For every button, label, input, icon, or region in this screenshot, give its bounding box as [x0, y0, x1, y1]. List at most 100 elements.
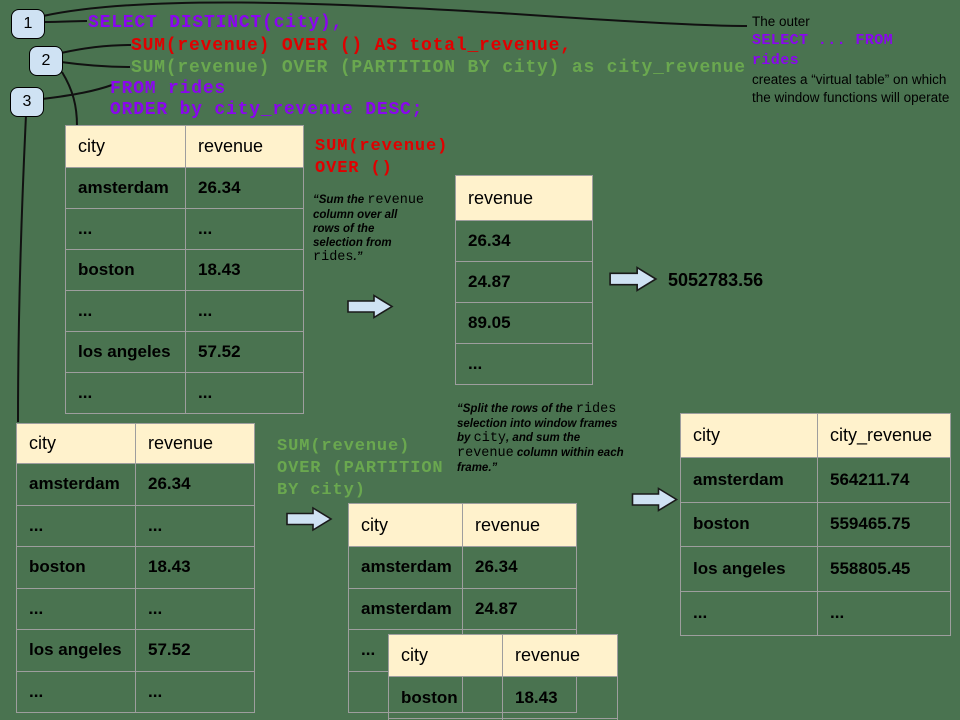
outer-note-code-line2: rides — [752, 52, 800, 69]
table-cell: 18.43 — [186, 250, 304, 291]
table-cell: 26.34 — [456, 221, 593, 262]
label-sum-partition-line3: BY city) — [277, 481, 366, 500]
table-cell: ... — [136, 588, 255, 630]
table-cell: ... — [66, 209, 186, 250]
table-cell: 57.52 — [186, 332, 304, 373]
table-cell: amsterdam — [681, 458, 818, 503]
outer-note-body: creates a “virtual table” on which the w… — [752, 72, 950, 105]
block-arrow-right-icon — [286, 506, 333, 532]
label-sum-over-line1: SUM(revenue) — [315, 137, 449, 156]
table-cell: 26.34 — [136, 464, 255, 506]
table-cell: ... — [186, 209, 304, 250]
table-cell: 18.43 — [136, 547, 255, 589]
annotation-code: rides — [575, 402, 617, 417]
label-sum-over-line2: OVER () — [315, 159, 393, 178]
block-arrow-right-icon — [609, 266, 658, 292]
table-cell: ... — [17, 505, 136, 547]
table-cell: 18.43 — [503, 677, 618, 719]
table-cell: los angeles — [17, 630, 136, 672]
table-header-cell: revenue — [456, 176, 593, 221]
outer-note-intro: The outer — [752, 14, 810, 29]
sql-line-order: ORDER by city_revenue DESC; — [110, 100, 424, 120]
table-header-cell: revenue — [503, 635, 618, 677]
label-sum-partition-line2: OVER (PARTITION — [277, 459, 444, 478]
revenue-column-table: revenue 26.34 24.87 89.05 ... — [455, 175, 593, 385]
table-cell: los angeles — [66, 332, 186, 373]
table-header-cell: city — [681, 414, 818, 458]
annotation-code: rides — [313, 250, 354, 265]
table-cell — [349, 671, 463, 713]
partition-table-boston: city revenue boston 18.43 — [388, 634, 618, 720]
table-header-cell: city_revenue — [818, 414, 951, 458]
table-cell: 558805.45 — [818, 547, 951, 592]
total-revenue-value: 5052783.56 — [668, 270, 764, 290]
connector-3-to-from-rides — [41, 84, 113, 100]
annotation-text: column within each frame.” — [457, 447, 624, 474]
sql-line-sum-over: SUM(revenue) OVER () AS total_revenue, — [131, 36, 572, 56]
block-arrow-right-icon — [631, 487, 679, 512]
table-cell: ... — [136, 671, 255, 713]
table-cell: 57.52 — [136, 630, 255, 672]
annotation-text: selection into window frames by — [457, 418, 618, 444]
table-cell: amsterdam — [17, 464, 136, 506]
table-cell — [463, 671, 577, 713]
annotation-text: .” — [353, 251, 363, 263]
table-cell: 559465.75 — [818, 502, 951, 547]
sql-line-from: FROM rides — [110, 79, 227, 99]
table-header-cell: revenue — [186, 126, 304, 168]
table-header-cell: revenue — [463, 504, 577, 547]
table-cell: 89.05 — [456, 303, 593, 344]
annotation-sum-partition: “Split the rows of the rides selection i… — [457, 402, 629, 475]
annotation-code: city — [473, 431, 507, 446]
table-cell: ... — [186, 291, 304, 332]
annotation-code: revenue — [367, 193, 425, 208]
table-cell: 26.34 — [186, 168, 304, 209]
callout-2: 2 — [29, 46, 63, 76]
table-cell: boston — [389, 677, 503, 719]
table-cell: ... — [136, 505, 255, 547]
table-header-cell: city — [66, 126, 186, 168]
sql-line-sum-partition: SUM(revenue) OVER (PARTITION BY city) as… — [131, 58, 746, 78]
table-cell: 26.34 — [463, 547, 577, 589]
table-header-cell: city — [17, 424, 136, 464]
connector-1-to-outer-note — [42, 1, 748, 27]
callout-1: 1 — [11, 9, 45, 39]
source-table-bottom: city revenue amsterdam 26.34 ... ... bos… — [16, 423, 255, 713]
table-header-cell: city — [389, 635, 503, 677]
table-cell: boston — [681, 502, 818, 547]
table-header-cell: revenue — [136, 424, 255, 464]
table-cell: ... — [818, 591, 951, 636]
connector-2-to-sum-over — [60, 44, 132, 54]
table-cell: ... — [681, 591, 818, 636]
table-cell: amsterdam — [349, 588, 463, 630]
table-cell: 24.87 — [463, 588, 577, 630]
sql-line-select: SELECT DISTINCT(city), — [88, 13, 344, 33]
label-sum-partition-line1: SUM(revenue) — [277, 437, 411, 456]
connector-1-to-select — [42, 20, 88, 23]
result-table: city city_revenue amsterdam 564211.74 bo… — [680, 413, 951, 636]
label-sum-over: SUM(revenue) OVER () — [315, 136, 448, 180]
annotation-text: “Sum the — [313, 194, 368, 206]
table-cell: ... — [17, 588, 136, 630]
table-header-cell: city — [349, 504, 463, 547]
table-cell: boston — [66, 250, 186, 291]
annotation-code: revenue — [457, 446, 514, 461]
annotation-text: column over all rows of the selection fr… — [313, 209, 398, 249]
table-cell: 564211.74 — [818, 458, 951, 503]
label-sum-partition: SUM(revenue) OVER (PARTITION BY city) — [277, 436, 444, 502]
table-cell: 24.87 — [456, 262, 593, 303]
table-cell: amsterdam — [349, 547, 463, 589]
table-cell: los angeles — [681, 547, 818, 592]
connector-3-to-bottom-table — [17, 114, 27, 423]
table-cell: ... — [66, 373, 186, 414]
callout-3: 3 — [10, 87, 44, 117]
outer-note-code-line1: SELECT ... FROM — [752, 32, 894, 49]
table-cell: ... — [456, 344, 593, 385]
source-table-top: city revenue amsterdam 26.34 ... ... bos… — [65, 125, 304, 414]
annotation-sum-all: “Sum the revenue column over all rows of… — [313, 193, 427, 265]
table-cell: boston — [17, 547, 136, 589]
annotation-text: , and sum the — [506, 432, 581, 444]
annotation-text: “Split the rows of the — [457, 403, 576, 415]
